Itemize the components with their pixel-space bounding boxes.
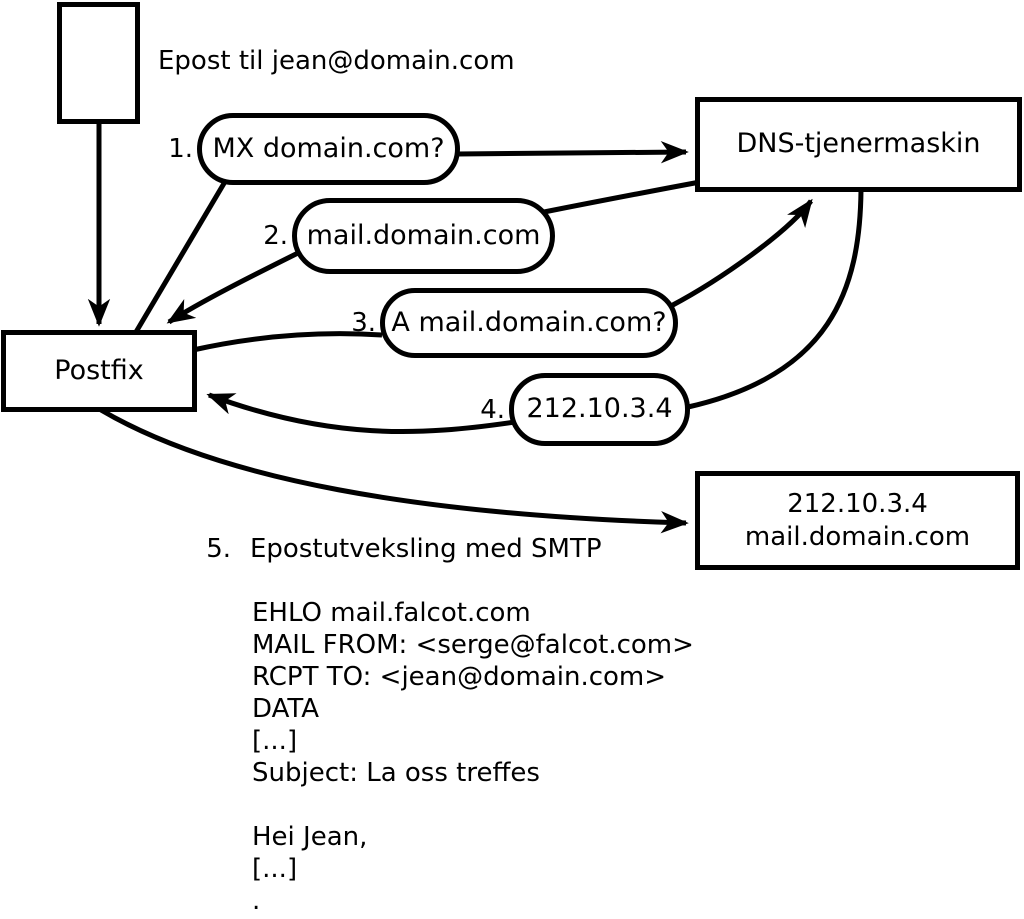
smtp-line: Hei Jean, <box>252 822 368 852</box>
edge-dns-to-a-response <box>687 189 864 410</box>
mail-server-ip: 212.10.3.4 <box>787 488 928 519</box>
arrow-mx-response-to-postfix <box>166 249 302 325</box>
step-number-4: 4. <box>480 395 505 425</box>
pill-a-query: A mail.domain.com? <box>380 288 678 358</box>
smtp-line: RCPT TO: <jean@domain.com> <box>252 662 667 692</box>
arrow-a-query-to-dns <box>669 198 814 309</box>
pill-a-response: 212.10.3.4 <box>509 373 690 446</box>
step-number-2: 2. <box>263 221 288 251</box>
smtp-line: MAIL FROM: <serge@falcot.com> <box>252 630 694 660</box>
mail-server-hostname: mail.domain.com <box>744 521 971 552</box>
smtp-line <box>252 789 694 821</box>
node-postfix: Postfix <box>1 330 197 412</box>
smtp-line: [...] <box>252 854 298 884</box>
smtp-session-transcript: EHLO mail.falcot.com MAIL FROM: <serge@f… <box>252 597 694 917</box>
a-response-label: 212.10.3.4 <box>526 393 673 425</box>
pill-mx-response: mail.domain.com <box>292 198 555 274</box>
node-incoming-email <box>57 2 140 124</box>
edge-postfix-to-mx-query <box>133 178 229 334</box>
smtp-line: . <box>252 886 261 916</box>
step-number-3: 3. <box>351 308 376 338</box>
node-mail-server: 212.10.3.4 mail.domain.com <box>695 471 1020 570</box>
email-annotation: Epost til jean@domain.com <box>158 46 515 76</box>
mx-response-label: mail.domain.com <box>306 219 541 251</box>
arrow-a-response-to-postfix <box>206 392 516 435</box>
pill-mx-query: MX domain.com? <box>197 113 460 185</box>
edge-dns-to-mx-response <box>543 179 701 215</box>
step-number-5: 5. <box>206 534 231 564</box>
node-dns-server: DNS-tjenermaskin <box>695 97 1022 192</box>
smtp-line: Subject: La oss treffes <box>252 758 540 788</box>
smtp-line: [...] <box>252 726 298 756</box>
a-query-label: A mail.domain.com? <box>391 306 667 338</box>
postfix-label: Postfix <box>54 354 144 386</box>
smtp-line: EHLO mail.falcot.com <box>252 598 531 628</box>
arrow-postfix-to-mail-server <box>99 407 689 534</box>
arrow-mx-query-to-dns <box>456 141 689 164</box>
dns-server-label: DNS-tjenermaskin <box>736 128 981 160</box>
edge-postfix-to-a-query <box>192 331 383 353</box>
smtp-step-label: Epostutveksling med SMTP <box>250 534 602 564</box>
step-number-1: 1. <box>168 134 193 164</box>
smtp-line: DATA <box>252 694 319 724</box>
mx-query-label: MX domain.com? <box>212 132 445 164</box>
